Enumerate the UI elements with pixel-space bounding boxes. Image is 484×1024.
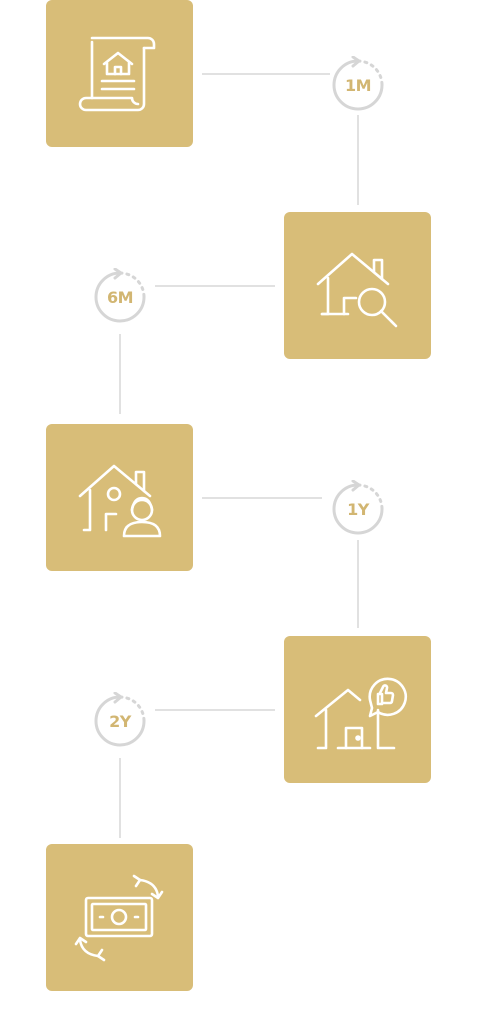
- house-person-icon: [78, 464, 161, 537]
- refresh-cycle-icon: [94, 692, 146, 747]
- house-magnifier-icon: [316, 252, 397, 327]
- duration-badge: 2Y: [91, 692, 149, 750]
- house-deed-scroll-icon: [78, 36, 155, 111]
- duration-label: 1Y: [347, 499, 369, 519]
- connector-line: [155, 709, 275, 711]
- duration-label: 6M: [106, 287, 134, 307]
- refresh-cycle-icon: [332, 56, 384, 111]
- step-tile-payment: [46, 844, 193, 991]
- connector-line: [202, 73, 330, 75]
- refresh-cycle-icon: [94, 268, 146, 323]
- connector-line: [119, 334, 121, 414]
- connector-line: [155, 285, 275, 287]
- duration-badge: 1Y: [329, 480, 387, 538]
- connector-line: [119, 758, 121, 838]
- step-tile-inspection: [284, 212, 431, 359]
- step-tile-deed: [46, 0, 193, 147]
- duration-badge: 6M: [91, 268, 149, 326]
- connector-line: [357, 540, 359, 628]
- duration-label: 1M: [344, 75, 372, 95]
- duration-label: 2Y: [109, 711, 131, 731]
- duration-badge: 1M: [329, 56, 387, 114]
- step-tile-tenant: [46, 424, 193, 571]
- money-exchange-icon: [74, 874, 163, 961]
- connector-line: [357, 115, 359, 205]
- refresh-cycle-icon: [332, 480, 384, 535]
- connector-line: [202, 497, 322, 499]
- house-thumbs-up-icon: [314, 677, 407, 749]
- step-tile-approval: [284, 636, 431, 783]
